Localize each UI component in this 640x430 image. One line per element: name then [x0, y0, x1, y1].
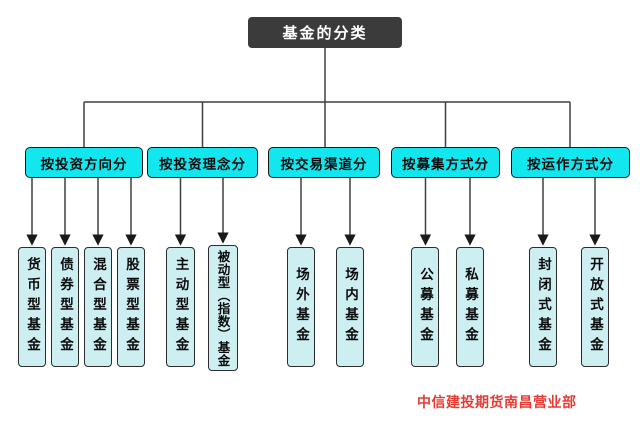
leaf-label: 开放式基金	[587, 257, 603, 357]
leaf-box-passive-index-fund: 被动型（指数）基金	[208, 245, 238, 371]
leaf-box-public-offering-fund: 公募基金	[411, 247, 439, 367]
leaf-label: 股票型基金	[123, 257, 139, 357]
leaf-label: 货币型基金	[24, 257, 40, 357]
leaf-label: 私募基金	[462, 267, 478, 347]
leaf-box-stock-fund: 股票型基金	[117, 247, 145, 367]
leaf-box-active-fund: 主动型基金	[166, 247, 195, 367]
category-box-by-investment-direction: 按投资方向分	[25, 147, 143, 178]
leaf-label: 主动型基金	[172, 257, 189, 357]
leaf-label: 封闭式基金	[535, 257, 551, 357]
leaf-box-closed-end-fund: 封闭式基金	[529, 247, 557, 367]
category-box-by-operation-method: 按运作方式分	[511, 147, 630, 178]
leaf-box-otc-fund: 场外基金	[287, 247, 315, 367]
category-box-by-trading-channel: 按交易渠道分	[268, 147, 380, 178]
leaf-label: 债券型基金	[57, 257, 73, 357]
root-node-title: 基金的分类	[248, 17, 402, 48]
leaf-box-hybrid-fund: 混合型基金	[84, 247, 112, 367]
leaf-label: 被动型（指数）基金	[215, 249, 231, 367]
category-box-by-fundraising-method: 按募集方式分	[391, 147, 500, 178]
leaf-box-bond-fund: 债券型基金	[51, 247, 79, 367]
leaf-label: 场内基金	[342, 267, 358, 347]
leaf-box-private-offering-fund: 私募基金	[456, 247, 484, 367]
leaf-label: 场外基金	[293, 267, 309, 347]
leaf-label: 公募基金	[417, 267, 433, 347]
leaf-box-money-market-fund: 货币型基金	[18, 247, 46, 367]
footer-watermark: 中信建投期货南昌营业部	[417, 395, 577, 411]
leaf-box-open-end-fund: 开放式基金	[581, 247, 609, 367]
leaf-box-exchange-fund: 场内基金	[336, 247, 364, 367]
category-box-by-investment-philosophy: 按投资理念分	[147, 147, 258, 178]
leaf-label: 混合型基金	[90, 257, 106, 357]
